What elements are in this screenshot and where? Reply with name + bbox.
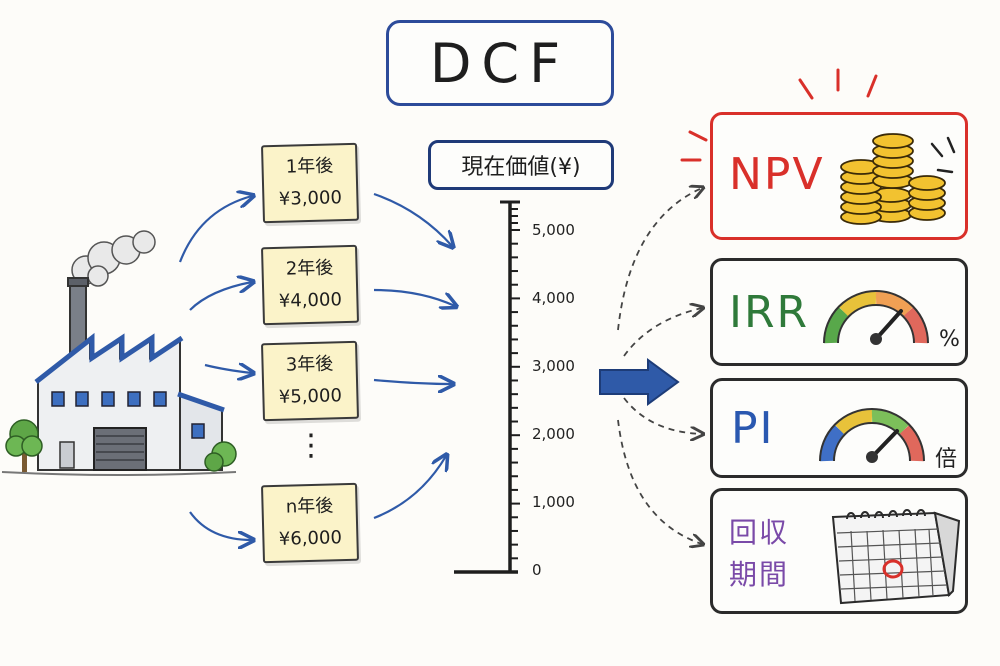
pi-unit: 倍 (935, 447, 958, 472)
arrow-factory-to-year1 (178, 196, 252, 263)
arrow-yearn-to-axis (373, 456, 446, 520)
payback-label-line2: 期間 (729, 558, 790, 591)
cashflow-period: n年後 (285, 495, 334, 518)
arrow-year1-to-axis (373, 192, 452, 246)
axis-tick-label: 2,000 (532, 425, 575, 443)
cashflow-note: 2年後 ¥4,000 (260, 244, 360, 326)
cashflow-amount: ¥3,000 (278, 187, 343, 210)
cashflow-period: 1年後 (285, 155, 334, 178)
title-box: DCF (386, 20, 614, 106)
arrow-to-payback (617, 419, 702, 544)
cashflow-note: 1年後 ¥3,000 (260, 142, 360, 224)
cashflow-amount: ¥5,000 (278, 385, 343, 408)
cashflow-period: 2年後 (285, 257, 334, 280)
ellipsis: ⋮ (296, 428, 326, 463)
result-arrow-icon (599, 358, 680, 406)
tree-icon (5, 419, 43, 472)
pi-label: PI (731, 403, 775, 454)
present-value-axis (454, 200, 520, 574)
cashflow-amount: ¥6,000 (278, 527, 343, 550)
arrow-factory-to-year2 (189, 282, 252, 311)
arrow-factory-to-year3 (204, 365, 252, 373)
payback-card: 回収 期間 (710, 488, 968, 614)
axis-tick-label: 4,000 (532, 289, 575, 307)
arrow-year2-to-axis (373, 288, 455, 306)
arrow-factory-to-yearn (189, 511, 252, 540)
arrow-to-pi (623, 397, 702, 434)
npv-card: NPV (710, 112, 968, 240)
page-title: DCF (429, 31, 571, 95)
axis-tick-label: 5,000 (532, 221, 575, 239)
irr-unit: % (939, 327, 960, 352)
calendar-icon (831, 509, 961, 605)
factory-illustration (1, 230, 237, 476)
axis-tick-label: 1,000 (532, 493, 575, 511)
arrow-year3-to-axis (373, 380, 452, 384)
payback-label-line1: 回収 (729, 516, 790, 549)
present-value-label-text: 現在価値(¥) (461, 155, 581, 180)
npv-burst-icon (680, 68, 956, 174)
arrow-to-irr (623, 308, 702, 357)
irr-label: IRR (729, 287, 810, 338)
pi-card: PI 倍 (710, 378, 968, 478)
axis-tick-label: 0 (532, 561, 542, 579)
irr-card: IRR % (710, 258, 968, 366)
cashflow-amount: ¥4,000 (278, 289, 343, 312)
axis-tick-label: 3,000 (532, 357, 575, 375)
cashflow-period: 3年後 (285, 353, 334, 376)
cashflow-note: 3年後 ¥5,000 (260, 340, 360, 422)
present-value-label: 現在価値(¥) (428, 140, 614, 190)
npv-label: NPV (729, 149, 825, 200)
gauge-icon (819, 408, 925, 463)
arrow-to-npv (617, 188, 702, 331)
gauge-icon (823, 290, 929, 345)
cashflow-note: n年後 ¥6,000 (260, 482, 360, 564)
coins-icon (840, 133, 946, 225)
tree-icon (204, 441, 237, 472)
